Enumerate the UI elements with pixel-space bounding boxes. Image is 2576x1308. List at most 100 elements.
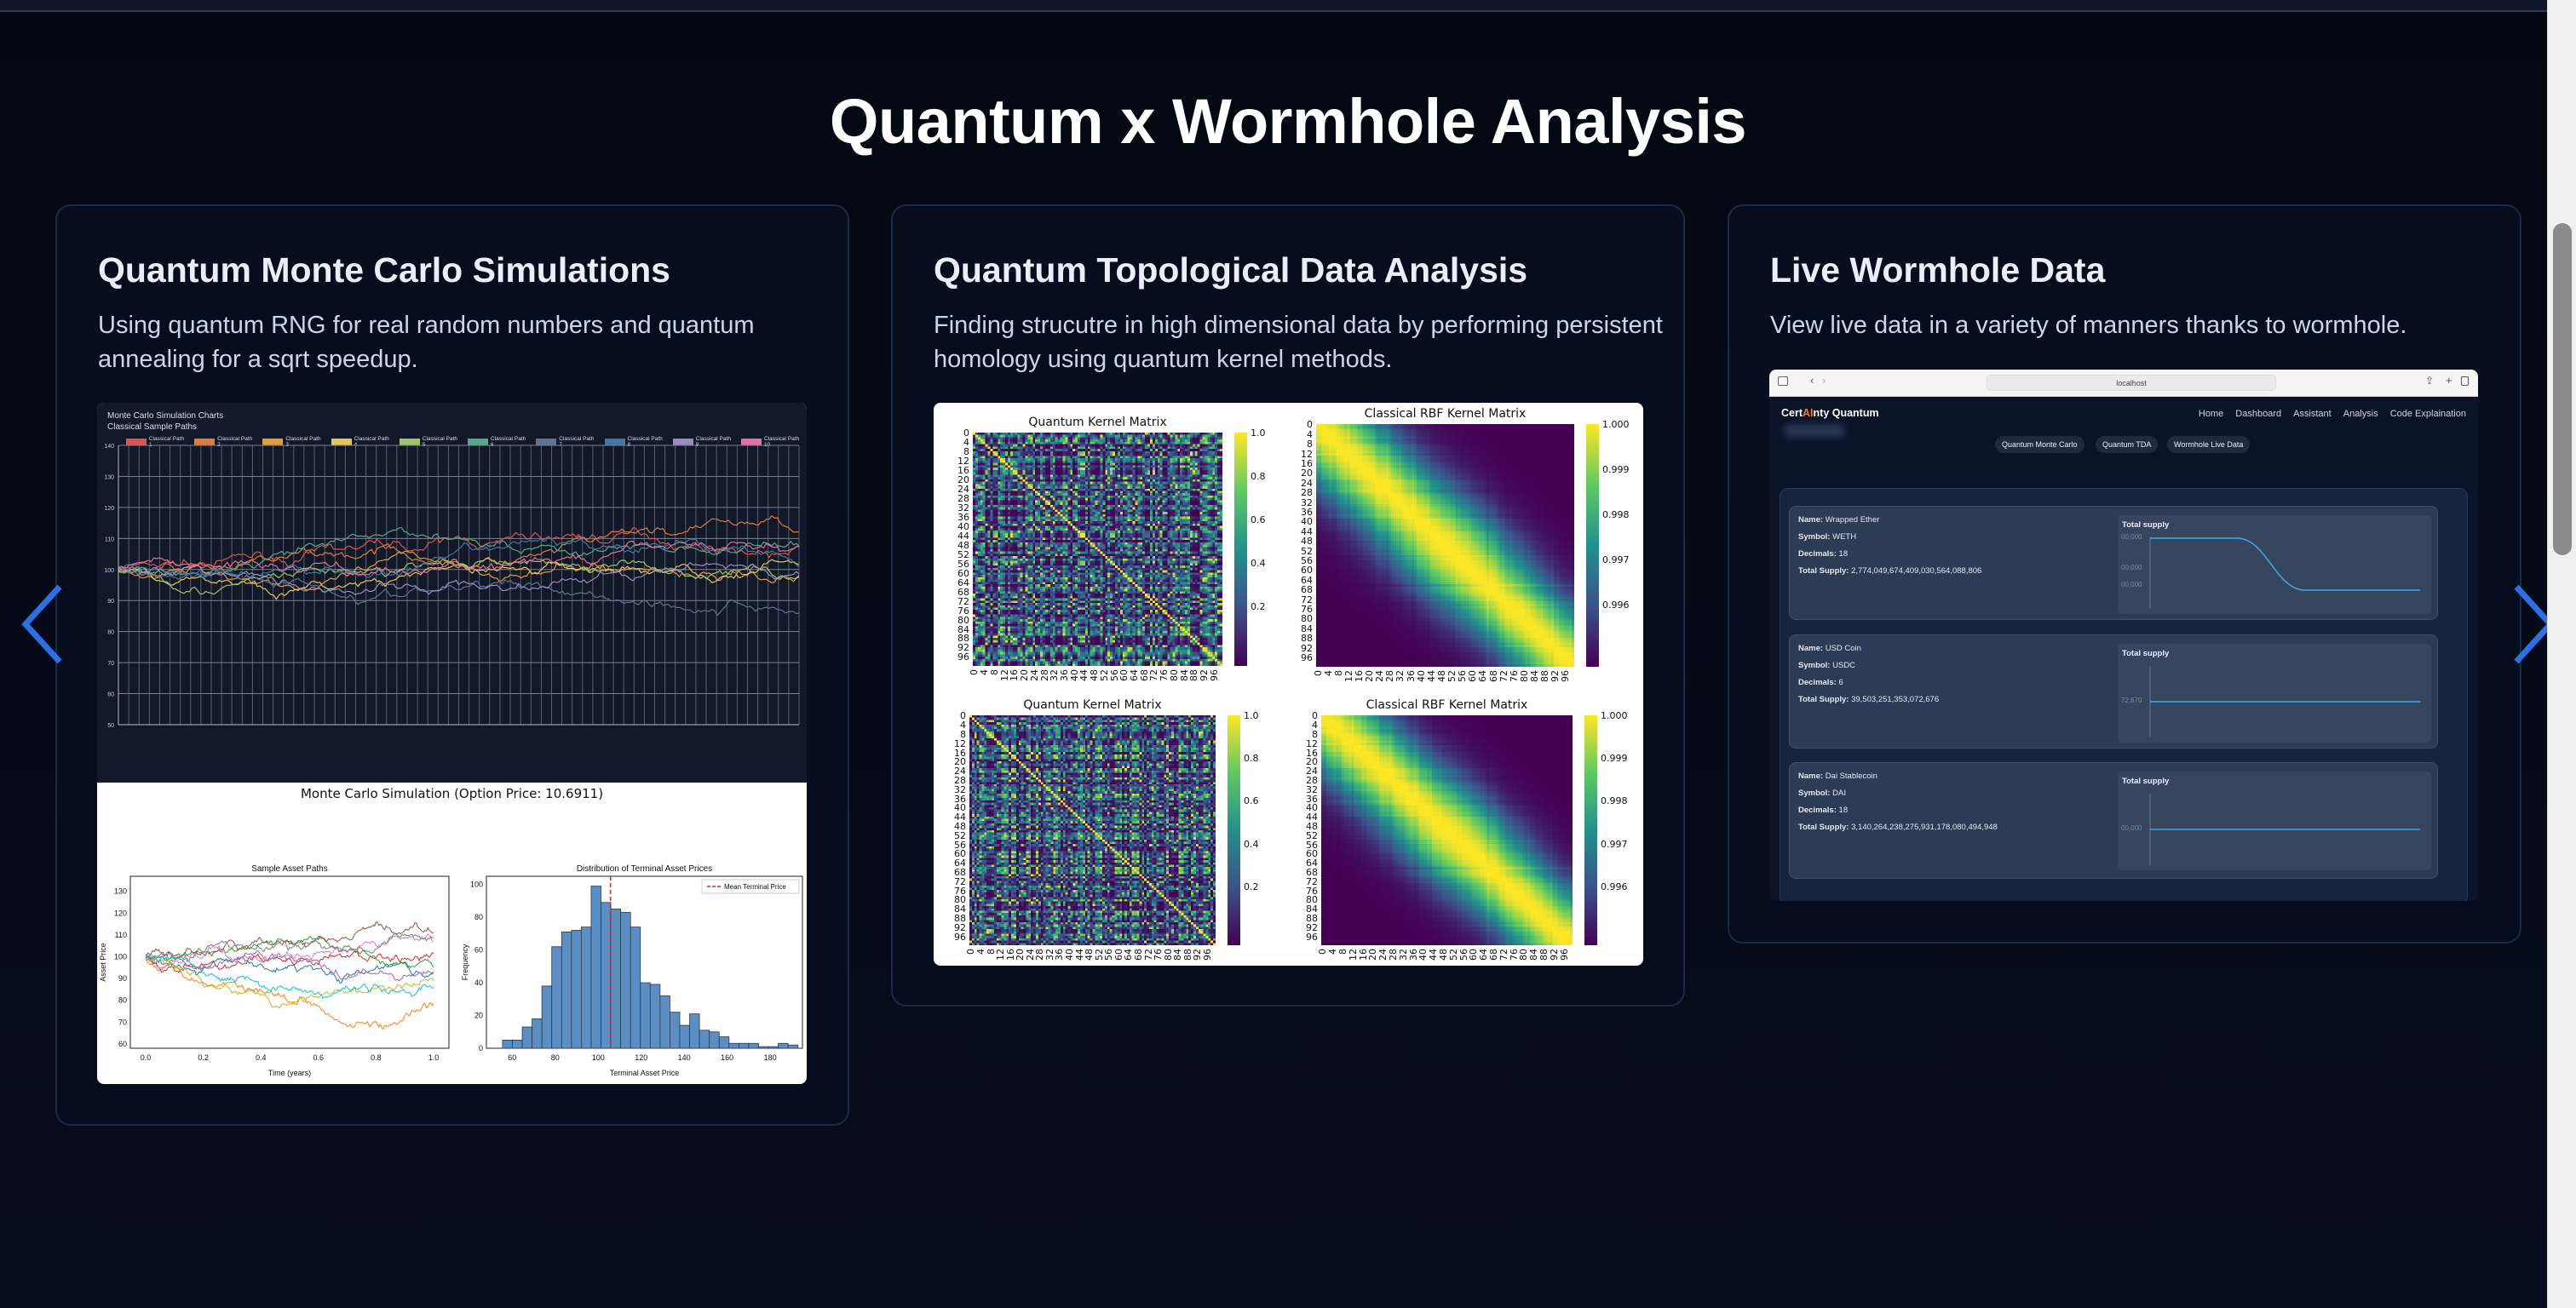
tab-pill[interactable]: Wormhole Live Data xyxy=(2167,436,2251,453)
url-bar: localhost xyxy=(1987,375,2276,391)
histogram-bar xyxy=(670,1012,681,1049)
y-tick-label: 48 xyxy=(1301,536,1313,548)
field-value: Wrapped Ether xyxy=(1825,515,1880,525)
chevron-left-icon xyxy=(21,584,62,664)
tab-pill[interactable]: Quantum Monte Carlo xyxy=(1995,436,2084,453)
legend-swatch xyxy=(262,439,284,445)
y-tick-label: 0 xyxy=(1312,710,1318,722)
x-tick-label: 1.0 xyxy=(428,1053,440,1062)
y-tick-label: 32 xyxy=(1306,783,1318,795)
path-line xyxy=(118,561,800,595)
y-tick-label: 16 xyxy=(1306,747,1318,759)
scrollbar[interactable] xyxy=(2547,0,2576,1308)
y-tick-label: 80 xyxy=(474,913,483,921)
y-tick-label: 92 xyxy=(957,642,969,654)
colorbar-tick: 0.8 xyxy=(1244,753,1259,765)
y-tick-label: 44 xyxy=(1301,525,1313,537)
field-label: Total Supply: xyxy=(1798,823,1849,832)
histogram-bar xyxy=(521,1026,533,1049)
y-tick-label: 96 xyxy=(957,651,969,663)
y-tick-label: 50 xyxy=(107,723,114,729)
y-tick-label: 24 xyxy=(957,484,969,496)
x-tick-label: 96 xyxy=(1201,949,1213,961)
x-tick-label: 72 xyxy=(1498,949,1509,961)
field-label: Symbol: xyxy=(1798,661,1831,670)
nav-link[interactable]: Home xyxy=(2198,409,2224,419)
supply-line xyxy=(2150,537,2420,591)
field-label: Name: xyxy=(1798,515,1824,525)
histogram-bar xyxy=(571,930,582,1049)
y-tick-label: 72 xyxy=(1301,594,1313,605)
x-tick-label: 60 xyxy=(508,1053,516,1062)
field-value: DAI xyxy=(1832,789,1846,798)
y-tick-label: 0 xyxy=(1307,419,1313,431)
y-tick-label: 4 xyxy=(960,720,966,731)
axes-frame xyxy=(129,875,450,1049)
colorbar-tick: 1.0 xyxy=(1244,710,1259,721)
nav-link[interactable]: Assistant xyxy=(2293,409,2332,419)
histogram-bar xyxy=(649,984,661,1049)
nav-link[interactable]: Dashboard xyxy=(2235,409,2282,419)
histogram-bar xyxy=(709,1031,720,1049)
x-tick-label: 8 xyxy=(1332,670,1344,676)
card-title: Quantum Topological Data Analysis xyxy=(934,250,1528,290)
y-tick-label: 64 xyxy=(1306,858,1318,869)
field-label: Decimals: xyxy=(1798,549,1837,559)
chart-header: Monte Carlo Simulation Charts xyxy=(107,411,224,421)
y-axis-label: 00,000 xyxy=(2121,581,2142,588)
tabs-icon xyxy=(2461,376,2469,386)
nav-link[interactable]: Code Explaination xyxy=(2389,409,2466,419)
y-tick-label: 12 xyxy=(1301,448,1313,460)
asset-path xyxy=(145,950,434,973)
x-tick-label: 160 xyxy=(721,1053,733,1062)
x-tick-label: 80 xyxy=(1168,669,1180,681)
x-tick-label: 120 xyxy=(635,1053,647,1062)
x-tick-label: 8 xyxy=(988,669,1000,675)
y-tick-label: 88 xyxy=(957,633,969,645)
x-tick-label: 68 xyxy=(1487,670,1499,682)
y-tick-label: 80 xyxy=(1306,894,1318,906)
colorbar-tick: 0.997 xyxy=(1602,554,1630,565)
y-tick-label: 70 xyxy=(118,1018,127,1026)
y-tick-label: 20 xyxy=(1306,756,1318,768)
nav-links: Home Dashboard Assistant Analysis Code Expla… xyxy=(2199,409,2466,419)
y-tick-label: 36 xyxy=(957,512,969,523)
x-tick-label: 0.0 xyxy=(141,1053,152,1062)
brand-logo: CertAInty Quantum xyxy=(1781,407,1879,419)
x-tick-label: 0 xyxy=(1312,670,1324,676)
asset-path xyxy=(145,954,434,1000)
histogram-bar xyxy=(620,911,631,1049)
y-tick-label: 8 xyxy=(1312,728,1318,740)
nav-link[interactable]: Analysis xyxy=(2343,409,2378,419)
y-tick-label: 60 xyxy=(107,692,114,698)
card-description: Finding strucutre in high dimensional da… xyxy=(934,312,1663,373)
y-tick-label: 32 xyxy=(957,502,969,514)
colorbar-tick: 0.6 xyxy=(1251,513,1266,525)
back-icon: ‹ xyxy=(1810,374,1814,387)
x-tick-label: 24 xyxy=(1028,669,1040,681)
tab-pill[interactable]: Quantum TDA xyxy=(2096,436,2159,453)
legend-swatch xyxy=(604,439,625,445)
y-tick-label: 96 xyxy=(1306,931,1318,943)
prev-slide-button[interactable] xyxy=(19,582,70,667)
x-tick-label: 100 xyxy=(592,1053,605,1062)
y-tick-label: 28 xyxy=(957,493,969,505)
y-tick-label: 60 xyxy=(118,1040,127,1048)
field-value: 3,140,264,238,275,931,178,080,494,948 xyxy=(1851,823,1998,832)
token-field: Total Supply: 3,140,264,238,275,931,178,… xyxy=(1798,823,1998,832)
token-field: Symbol: DAI xyxy=(1798,789,1846,798)
field-label: Name: xyxy=(1798,644,1824,653)
histogram-bar xyxy=(718,1036,730,1049)
x-tick-label: 96 xyxy=(1558,949,1570,961)
scrollbar-thumb[interactable] xyxy=(2553,223,2572,555)
y-tick-label: 12 xyxy=(954,737,966,749)
x-axis-label: Time (years) xyxy=(268,1069,311,1077)
y-tick-label: 52 xyxy=(957,548,969,560)
y-tick-label: 40 xyxy=(1301,516,1313,528)
y-tick-label: 68 xyxy=(1301,584,1313,596)
path-line xyxy=(118,536,800,578)
y-tick-label: 68 xyxy=(957,586,969,598)
